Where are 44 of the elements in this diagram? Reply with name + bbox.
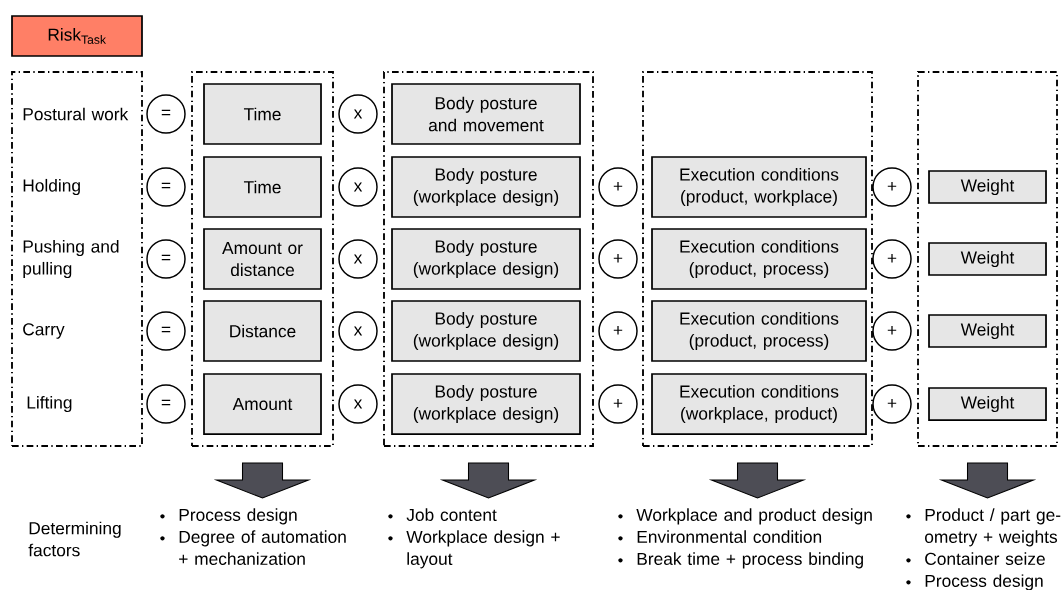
- bullet-item: Environmental condition: [637, 530, 822, 543]
- factor-box: Body posture (workplace design): [391, 228, 581, 290]
- factor-box: Amount: [203, 373, 322, 435]
- bullet-item: Workplace and product design: [636, 508, 872, 525]
- dash-dot-frame: [191, 71, 334, 447]
- bullet-item: Process design: [179, 508, 297, 525]
- dash-dot-frame: [11, 71, 143, 447]
- factor-box: Execution conditions (product, process): [651, 228, 867, 290]
- factor-box: Body posture (workplace design): [391, 156, 581, 218]
- risk-box: Risk$_{Task}$: [11, 15, 143, 57]
- factor-box: Body posture (workplace design): [391, 300, 581, 362]
- factor-box: Weight: [928, 170, 1047, 204]
- block-arrow: [708, 462, 807, 499]
- block-arrow: [938, 462, 1037, 499]
- dash-dot-frame: [642, 71, 873, 447]
- bullet-item: Break time + process binding: [637, 552, 863, 569]
- bullet-item: Degree of automation + mechanization: [179, 530, 346, 565]
- factor-box: Execution conditions (product, workplace): [651, 156, 867, 218]
- factor-box: Amount or distance: [203, 228, 322, 290]
- factor-box: Distance: [203, 300, 322, 362]
- bullet-item: Job content: [406, 508, 497, 521]
- factor-box: Execution conditions (workplace, product): [651, 373, 867, 435]
- side-label: Determining factors: [28, 521, 121, 557]
- dash-dot-frame: [383, 71, 594, 447]
- factor-box: Body posture and movement: [391, 83, 581, 145]
- factor-box: Weight: [928, 242, 1047, 276]
- factor-box: Execution conditions (product, process): [651, 300, 867, 362]
- row-label: Holding: [23, 178, 80, 196]
- bullet-item: Process design: [925, 574, 1043, 590]
- factor-box: Weight: [928, 387, 1047, 421]
- block-arrow: [213, 462, 312, 499]
- factor-box: Body posture (workplace design): [391, 373, 581, 435]
- factor-box: Time: [203, 156, 322, 218]
- bullet-item: Workplace design + layout: [406, 530, 560, 569]
- row-label: Pushing and pulling: [23, 239, 119, 279]
- bullet-item: Product / part ge- ometry + weights: [925, 508, 1061, 547]
- factor-box: Weight: [928, 314, 1047, 348]
- row-label: Postural work: [23, 107, 129, 121]
- row-label: Carry: [23, 323, 65, 339]
- dash-dot-frame: [917, 71, 1058, 447]
- row-label: Lifting: [27, 395, 72, 413]
- block-arrow: [439, 462, 538, 499]
- bullet-item: Container seize: [925, 552, 1045, 565]
- factor-box: Time: [203, 83, 322, 145]
